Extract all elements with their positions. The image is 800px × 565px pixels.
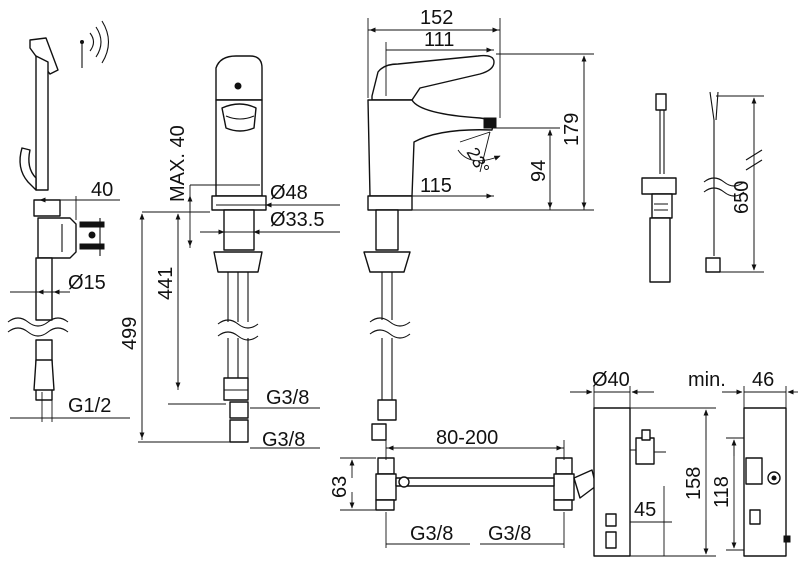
dim-650-label: 650 xyxy=(731,181,753,214)
hand-shower-view xyxy=(7,20,130,422)
dim-63-label: 63 xyxy=(329,476,351,498)
power-cable-view xyxy=(703,91,764,273)
sensor-housing xyxy=(649,217,671,283)
shank-front xyxy=(223,209,255,251)
thread-g38-d-label: G3/8 xyxy=(488,523,531,545)
aerator xyxy=(221,103,257,132)
wireless-signal-icon xyxy=(80,20,110,68)
connection-pipe-view xyxy=(340,440,597,548)
connector-side-1 xyxy=(377,399,397,421)
left-valve-top xyxy=(377,457,395,475)
connector-front-1 xyxy=(223,377,249,401)
faucet-base-front xyxy=(211,195,267,211)
shank-side xyxy=(375,209,399,251)
thread-g38-b-label: G3/8 xyxy=(262,429,305,451)
dim-40-box-label: Ø40 xyxy=(592,369,630,391)
faucet-body-side xyxy=(367,99,495,197)
slider-block xyxy=(33,199,61,217)
faucet-front-view xyxy=(138,55,340,449)
spout-tip xyxy=(483,117,497,129)
right-valve-top xyxy=(555,457,573,475)
fixing-nut-side xyxy=(363,251,411,273)
connector-side-2 xyxy=(371,423,387,441)
dim-152-label: 152 xyxy=(420,7,453,29)
faucet-handle-side xyxy=(371,54,495,101)
dim-80-200-label: 80-200 xyxy=(436,427,498,449)
wall-bracket xyxy=(37,217,77,259)
pipe-fitting xyxy=(573,469,597,499)
dim-46-label: 46 xyxy=(752,369,774,391)
power-plug xyxy=(705,257,721,273)
angle-23-label: 23° xyxy=(463,144,494,178)
dim-499-label: 499 xyxy=(119,317,141,350)
shower-tube xyxy=(35,55,49,191)
thread-g12-label: G1/2 xyxy=(68,395,111,417)
right-valve-bottom xyxy=(553,499,573,511)
shower-hook xyxy=(19,147,37,191)
dim-33-5-label: Ø33.5 xyxy=(270,209,324,231)
fixing-nut-front xyxy=(213,251,263,273)
dim-48-label: Ø48 xyxy=(270,182,308,204)
connection-pipe xyxy=(395,477,555,487)
dim-45-label: 45 xyxy=(634,499,656,521)
sensor-clamp xyxy=(641,177,677,195)
right-valve-body xyxy=(553,473,575,501)
control-box-view xyxy=(570,386,798,557)
sensor-body xyxy=(651,193,673,219)
wall-bar xyxy=(35,257,53,321)
dim-40-left-label: 40 xyxy=(91,179,113,201)
hose-connection xyxy=(33,359,55,391)
dim-441-label: 441 xyxy=(155,267,177,300)
left-valve-body xyxy=(375,473,397,501)
dim-115-label: 115 xyxy=(420,175,452,197)
dim-118-label: 118 xyxy=(711,476,733,508)
max-40-label: MAX. 40 xyxy=(167,125,189,202)
left-valve-bottom xyxy=(375,499,395,511)
min-label: min. xyxy=(688,369,726,391)
screw-icons xyxy=(79,218,105,256)
faucet-handle-front xyxy=(215,55,263,101)
thread-g38-c-label: G3/8 xyxy=(410,523,453,545)
thread-g38-a-label: G3/8 xyxy=(266,387,309,409)
dim-111-label: 111 xyxy=(424,29,454,51)
connector-front-3 xyxy=(229,419,249,443)
dim-15-label: Ø15 xyxy=(68,272,106,294)
faucet-side-view xyxy=(363,18,594,441)
connector-front-2 xyxy=(229,401,249,419)
dim-179-label: 179 xyxy=(561,113,583,146)
dim-158-label: 158 xyxy=(683,467,705,500)
faucet-base-side xyxy=(367,195,413,211)
box-fitting xyxy=(635,437,655,465)
sensor-cable-view xyxy=(641,93,677,283)
dim-94-label: 94 xyxy=(528,160,550,182)
sensor-plug xyxy=(655,93,667,111)
side-fitting xyxy=(745,457,763,485)
